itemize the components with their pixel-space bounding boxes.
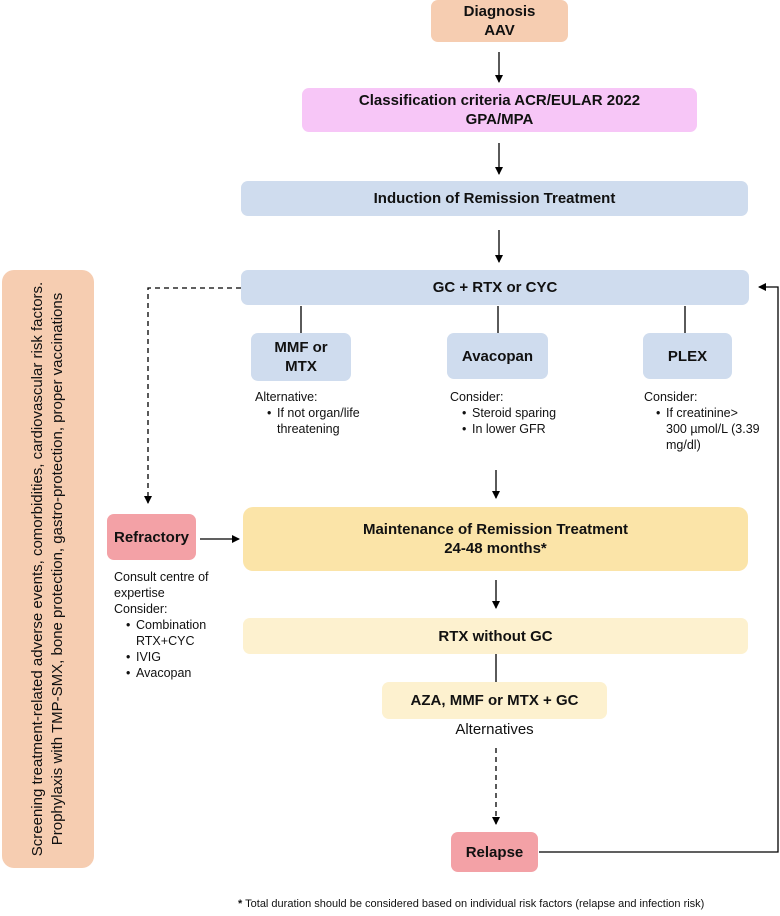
- plex-note-title: Consider:: [644, 390, 698, 404]
- mmf-mtx-label: MMF or: [274, 339, 328, 356]
- alternatives-label: Alternatives: [455, 721, 534, 738]
- mmf-mtx-note: Alternative: If not organ/life threateni…: [255, 389, 385, 437]
- rtx-without-gc-box: RTX without GC: [243, 618, 748, 654]
- footnote: * Total duration should be considered ba…: [238, 898, 704, 910]
- arrow-relapse-gc: [539, 283, 779, 853]
- refractory-note-line2: Consider:: [114, 602, 168, 616]
- classification-box: Classification criteria ACR/EULAR 2022 G…: [302, 88, 697, 132]
- avacopan-note: Consider: Steroid sparing In lower GFR: [450, 389, 590, 437]
- avacopan-note-item: Steroid sparing: [462, 405, 590, 421]
- refractory-note-item: Avacopan: [126, 665, 226, 681]
- rtx-without-gc-label: RTX without GC: [438, 627, 553, 645]
- aza-mmf-mtx-box: AZA, MMF or MTX + GC: [382, 682, 607, 719]
- diagnosis-box: Diagnosis AAV: [431, 0, 568, 42]
- classification-sublabel: GPA/MPA: [465, 111, 534, 128]
- avacopan-note-item: In lower GFR: [462, 421, 590, 437]
- mmf-mtx-note-item: If not organ/life threatening: [267, 405, 385, 437]
- maintenance-label: Maintenance of Remission Treatment: [362, 521, 629, 538]
- refractory-box: Refractory: [107, 514, 196, 560]
- gc-rtx-cyc-box: GC + RTX or CYC: [241, 270, 749, 305]
- classification-label: Classification criteria ACR/EULAR 2022: [358, 92, 641, 109]
- arrow-gc-refractory: [144, 287, 241, 504]
- side-panel: [2, 270, 94, 868]
- footnote-text: Total duration should be considered base…: [242, 898, 705, 910]
- plex-note: Consider: If creatinine> 300 µmol/L (3.3…: [644, 389, 762, 453]
- avacopan-note-title: Consider:: [450, 390, 504, 404]
- diagnosis-label: Diagnosis: [463, 3, 536, 20]
- refractory-note-item: IVIG: [126, 649, 226, 665]
- aza-mmf-mtx-label: AZA, MMF or MTX + GC: [410, 692, 579, 709]
- induction-label: Induction of Remission Treatment: [373, 190, 616, 207]
- plex-box: PLEX: [643, 333, 732, 379]
- footnote-marker: *: [238, 898, 243, 910]
- refractory-note-item: Combination RTX+CYC: [126, 617, 226, 649]
- plex-note-item: If creatinine> 300 µmol/L (3.39 mg/dl): [656, 405, 762, 453]
- avacopan-label: Avacopan: [461, 347, 534, 365]
- side-panel-text: Screening treatment-related adverse even…: [29, 281, 66, 857]
- mmf-mtx-sublabel: MTX: [285, 358, 317, 375]
- refractory-label: Refractory: [113, 528, 190, 546]
- relapse-box: Relapse: [451, 832, 538, 872]
- mmf-mtx-box: MMF or MTX: [251, 333, 351, 381]
- diagnosis-sublabel: AAV: [484, 22, 515, 39]
- maintenance-box: Maintenance of Remission Treatment 24-48…: [243, 507, 748, 571]
- induction-box: Induction of Remission Treatment: [241, 181, 748, 216]
- relapse-label: Relapse: [465, 843, 524, 861]
- refractory-note: Consult centre of expertise Consider: Co…: [114, 569, 226, 681]
- mmf-mtx-note-title: Alternative:: [255, 390, 318, 404]
- gc-rtx-cyc-label: GC + RTX or CYC: [432, 279, 558, 296]
- plex-label: PLEX: [667, 347, 708, 365]
- avacopan-box: Avacopan: [447, 333, 548, 379]
- refractory-note-line1: Consult centre of expertise: [114, 570, 209, 600]
- maintenance-duration: 24-48 months*: [444, 540, 547, 557]
